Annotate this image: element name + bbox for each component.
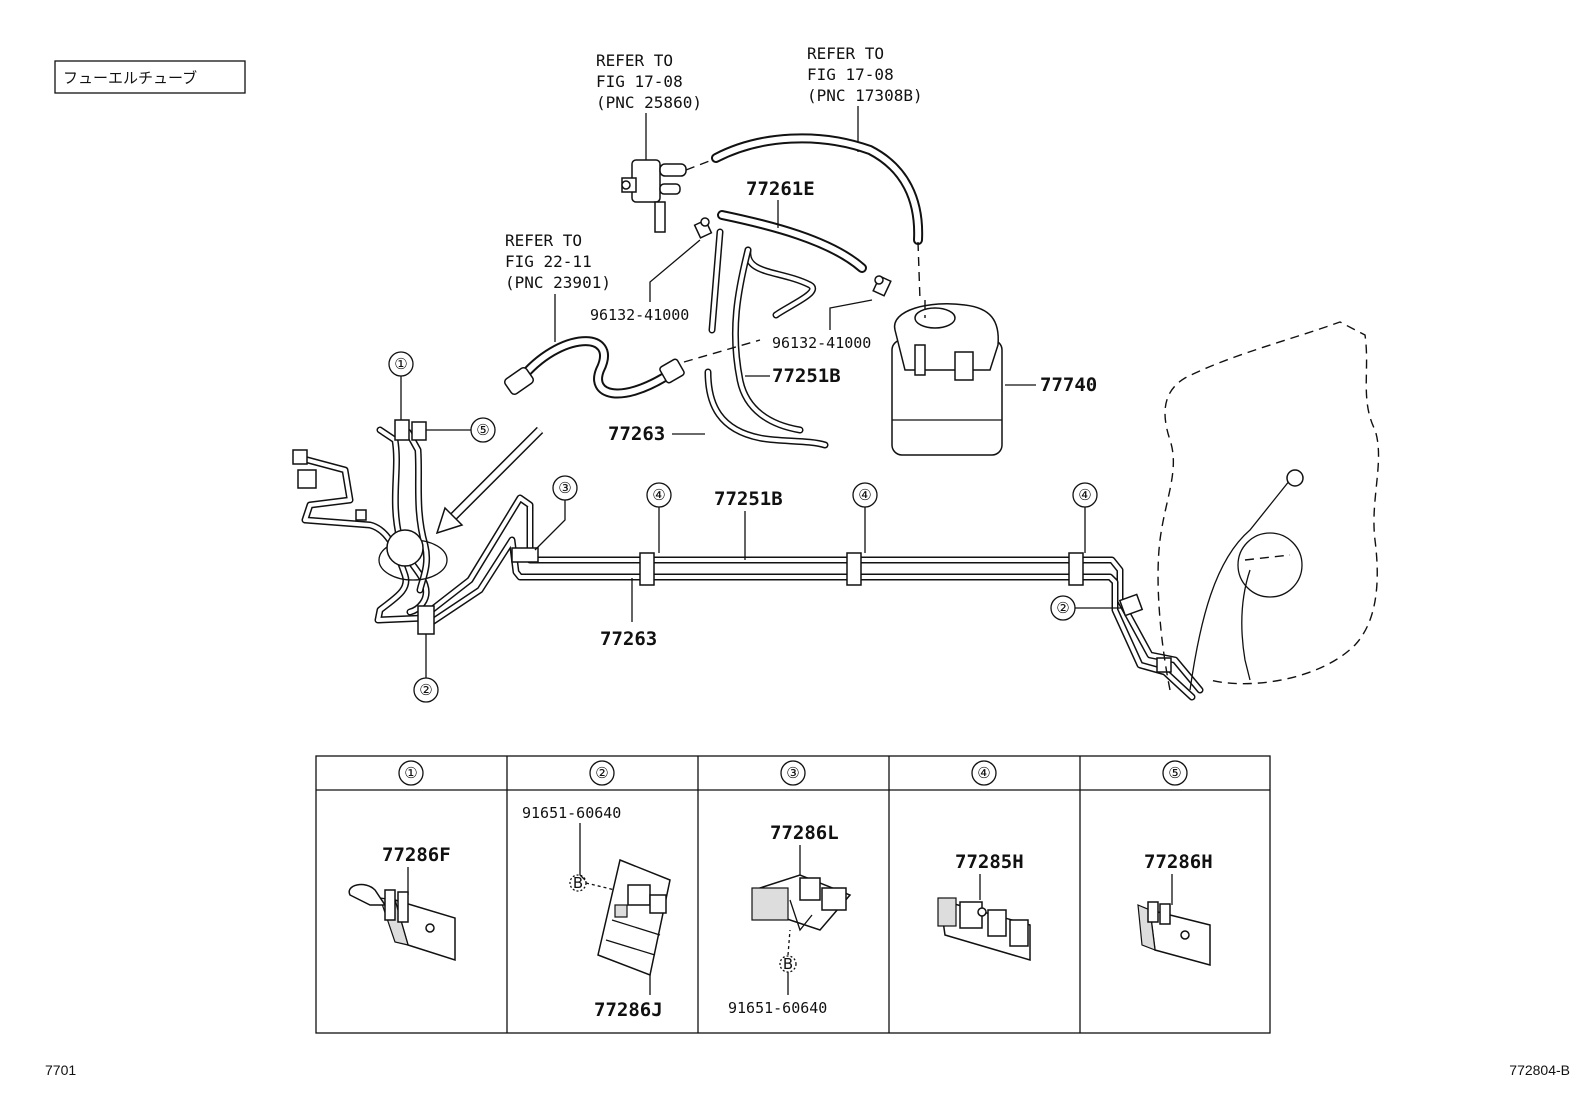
refer-note-1: REFER TO FIG 17-08 (PNC 25860) [596, 51, 702, 112]
callout-2b-label: ② [1056, 599, 1069, 617]
refer-note-3: REFER TO FIG 22-11 (PNC 23901) [505, 231, 611, 292]
clamp-77286F-part [348, 883, 456, 962]
footer-left-code: 7701 [45, 1062, 76, 1078]
table-header-5: ⑤ [1162, 760, 1188, 786]
table-header-4-label: ④ [977, 764, 990, 782]
refer-note-2: REFER TO FIG 17-08 (PNC 17308B) [807, 44, 923, 105]
diagram-title: フューエルチューブ [63, 69, 197, 87]
connect-dash-2 [917, 241, 921, 301]
cell-2-part-2: 77286J [594, 999, 663, 1021]
filler-hose-fitting [504, 366, 534, 396]
refer-note-3-line-1: REFER TO [505, 231, 582, 250]
callout-5-label: ⑤ [476, 421, 489, 439]
label-clip-right: 96132-41000 [772, 334, 871, 352]
refer-note-2-line-1: REFER TO [807, 44, 884, 63]
clamp-2b [1118, 593, 1144, 617]
label-77263-upper: 77263 [608, 423, 665, 445]
cell-3-part-2: 91651-60640 [728, 999, 827, 1017]
clamp-77286L-part [751, 874, 852, 932]
clamp-4a [639, 552, 655, 586]
footer-right-code: 772804-B [1509, 1062, 1570, 1078]
charcoal-canister-part [891, 303, 1003, 456]
refer-note-3-line-2: FIG 22-11 [505, 252, 592, 271]
label-77261E: 77261E [746, 178, 815, 200]
callout-4a-label: ④ [652, 486, 665, 504]
callout-4c: ④ [1072, 482, 1098, 553]
callout-4b: ④ [852, 482, 878, 553]
refer-note-2-line-2: FIG 17-08 [807, 65, 894, 84]
clamp-5 [411, 421, 427, 441]
cell-2-part-1: 91651-60640 [522, 804, 621, 822]
table-header-2: ② [589, 760, 615, 786]
clamp-4b [846, 552, 862, 586]
table-cell-4: 77285H [937, 851, 1031, 962]
table-cell-5: 77286H [1137, 851, 1213, 966]
label-77263-main: 77263 [600, 628, 657, 650]
front-tube-bundle [292, 426, 448, 624]
leader-clip-left [649, 239, 701, 302]
cell-2-marker: B [573, 874, 583, 892]
cell-3-part-1: 77286L [770, 822, 839, 844]
detail-table: ① ② ③ ④ ⑤ 77286F [315, 755, 1271, 1034]
vsv-valve-part [621, 159, 687, 233]
cell-3-marker: B [783, 955, 793, 973]
table-cell-1: 77286F [348, 844, 456, 962]
refer-note-1-line-3: (PNC 25860) [596, 93, 702, 112]
label-clip-left: 96132-41000 [590, 306, 689, 324]
clip-left-part [693, 217, 713, 239]
table-cell-3: 77286L B 91651-60640 [728, 822, 852, 1017]
cell-5-part-1: 77286H [1144, 851, 1213, 873]
refer-note-2-line-3: (PNC 17308B) [807, 86, 923, 105]
table-header-3-label: ③ [786, 764, 799, 782]
callout-2a: ② [413, 634, 439, 703]
cell-1-part-1: 77286F [382, 844, 451, 866]
main-tube-assembly [421, 494, 1204, 701]
clamp-1 [394, 419, 410, 441]
clip-right-part [872, 275, 892, 297]
table-header-1-label: ① [404, 764, 417, 782]
clamp-77286J-part [597, 858, 671, 977]
callout-1-label: ① [394, 355, 407, 373]
refer-note-1-line-2: FIG 17-08 [596, 72, 683, 91]
tube-fitting [1156, 657, 1172, 673]
title-box [54, 60, 246, 94]
connect-dash-3 [683, 339, 761, 363]
clamp-77286H-part [1137, 901, 1211, 966]
fuel-tank-outline [1157, 321, 1380, 691]
callout-2a-label: ② [419, 681, 432, 699]
refer-note-1-line-1: REFER TO [596, 51, 673, 70]
clamp-2a [417, 605, 435, 635]
connect-dash-1 [685, 159, 713, 171]
clamp-3 [511, 547, 539, 563]
callout-5: ⑤ [426, 417, 496, 443]
table-header-4: ④ [971, 760, 997, 786]
table-header-2-label: ② [595, 764, 608, 782]
callout-3: ③ [534, 475, 578, 551]
label-77740: 77740 [1040, 374, 1097, 396]
cell-4-part-1: 77285H [955, 851, 1024, 873]
table-header-3: ③ [780, 760, 806, 786]
clamp-4c [1068, 552, 1084, 586]
leader-clip-right [829, 299, 873, 330]
table-header-1: ① [398, 760, 424, 786]
callout-4b-label: ④ [858, 486, 871, 504]
refer-note-3-line-3: (PNC 23901) [505, 273, 611, 292]
callout-3-label: ③ [558, 479, 571, 497]
clamp-77285H-part [937, 897, 1031, 962]
table-header-5-label: ⑤ [1168, 764, 1181, 782]
label-77251B-main: 77251B [714, 488, 783, 510]
callout-2b: ② [1050, 595, 1122, 621]
callout-1: ① [388, 351, 414, 420]
callout-4a: ④ [646, 482, 672, 553]
label-77251B-upper: 77251B [772, 365, 841, 387]
callout-4c-label: ④ [1078, 486, 1091, 504]
table-cell-2: 91651-60640 B 77286J [522, 804, 671, 1021]
